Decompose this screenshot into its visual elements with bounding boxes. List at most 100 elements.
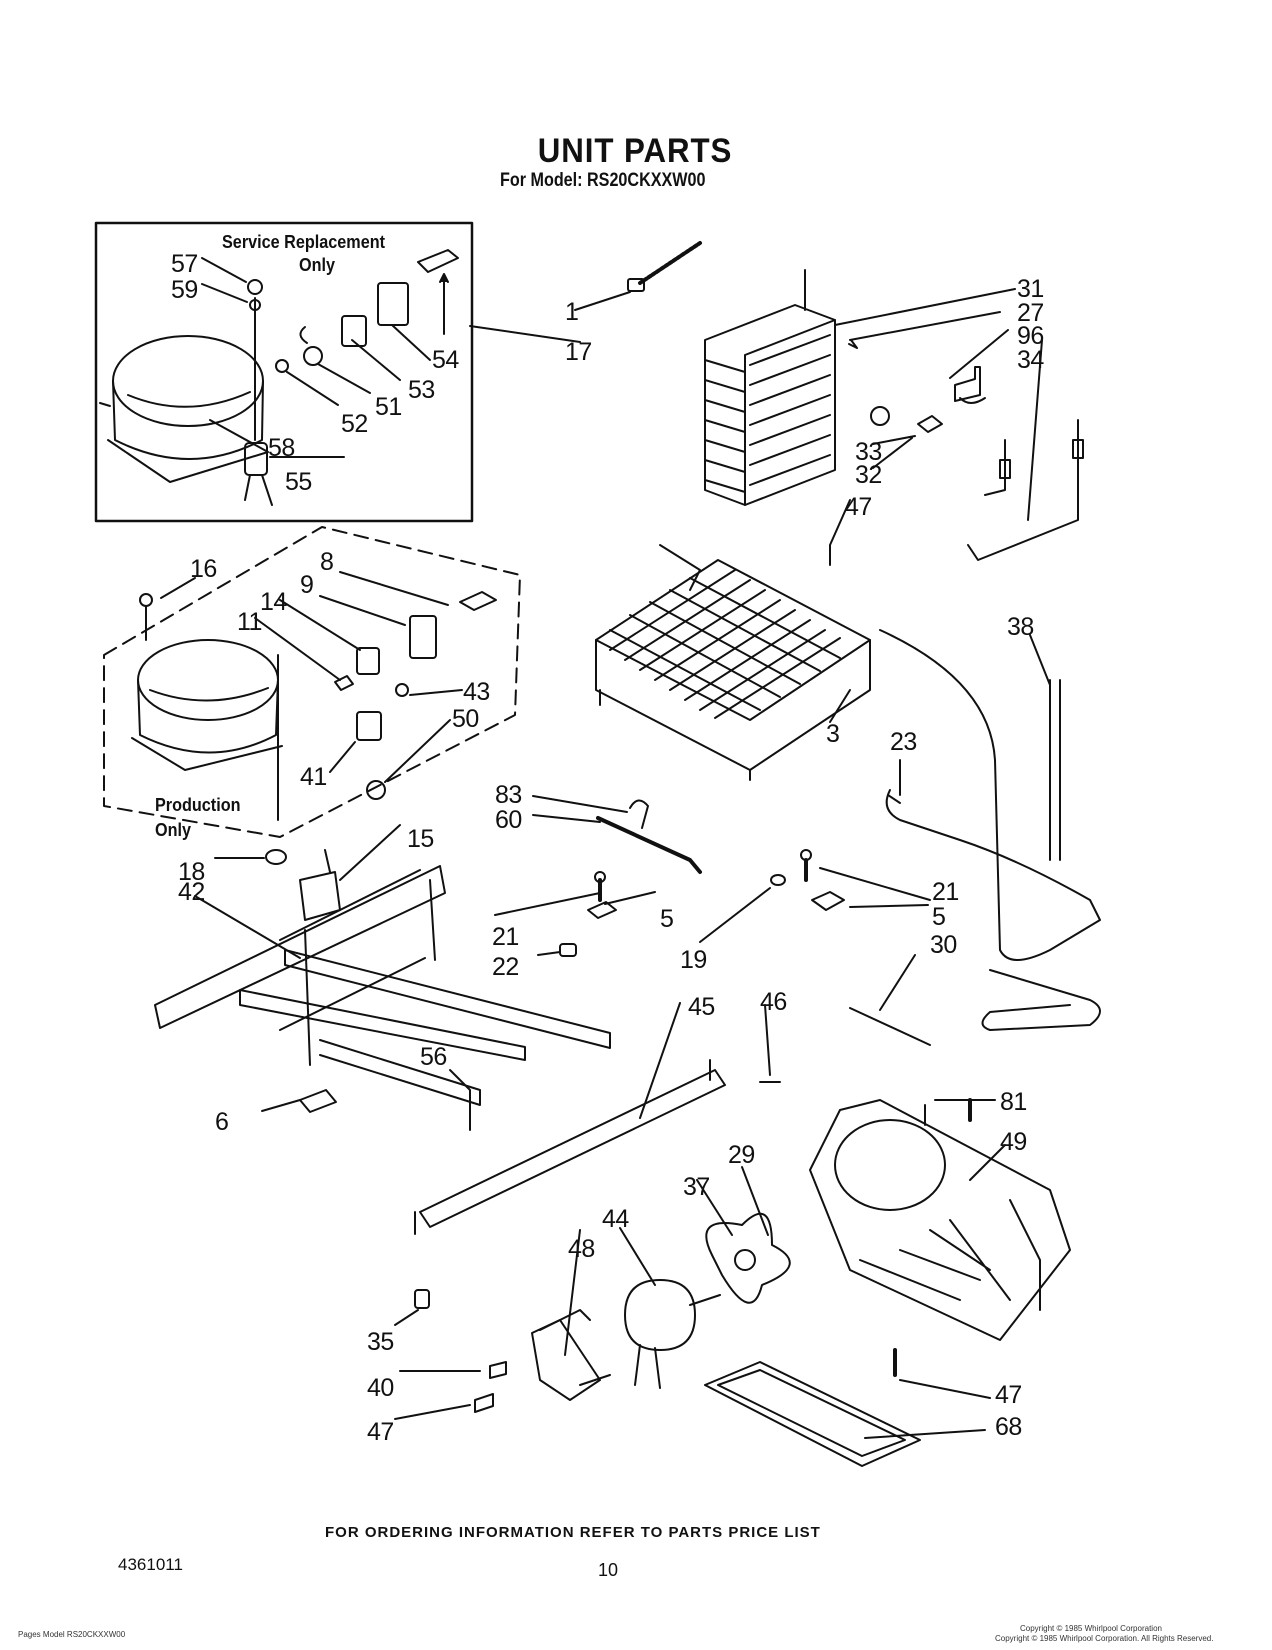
callout-47-top: 47 xyxy=(845,493,872,521)
part-45 xyxy=(419,1069,726,1228)
callout-49: 49 xyxy=(1000,1128,1027,1156)
part-60 xyxy=(596,816,702,874)
callout-51: 51 xyxy=(375,393,402,421)
condenser-coil xyxy=(704,269,836,506)
part-6 xyxy=(299,1089,337,1113)
part-48 xyxy=(531,1319,601,1401)
part-33 xyxy=(870,406,890,426)
callout-8: 8 xyxy=(320,548,334,576)
part-40 xyxy=(489,1361,507,1379)
compressor-production-drawing xyxy=(131,639,283,821)
callout-33: 33 xyxy=(855,438,882,466)
part-55 xyxy=(244,442,268,476)
part-30 xyxy=(849,1007,931,1046)
callout-6: 6 xyxy=(215,1108,229,1136)
callout-38: 38 xyxy=(1007,613,1034,641)
callout-3: 3 xyxy=(826,720,840,748)
callout-29: 29 xyxy=(728,1141,755,1169)
callout-53: 53 xyxy=(408,376,435,404)
part-96 xyxy=(954,366,981,402)
part-57 xyxy=(247,279,263,295)
part-9 xyxy=(409,615,437,659)
part-16 xyxy=(139,593,153,607)
callout-15: 15 xyxy=(407,825,434,853)
callout-32: 32 xyxy=(855,461,882,489)
callout-5-left: 5 xyxy=(660,905,674,933)
callout-17: 17 xyxy=(565,338,592,366)
callout-81: 81 xyxy=(1000,1088,1027,1116)
callout-5-right: 5 xyxy=(932,903,946,931)
evaporator xyxy=(595,544,871,781)
compressor-service-drawing xyxy=(99,335,269,483)
service-replacement-box xyxy=(94,221,474,523)
document-number: 4361011 xyxy=(118,1555,183,1574)
part-43 xyxy=(395,683,409,697)
callout-27: 27 xyxy=(1017,299,1044,327)
part-56 xyxy=(449,1069,471,1131)
production-only-box xyxy=(103,526,521,838)
model-subtitle: For Model: RS20CKXXW00 xyxy=(500,170,706,191)
part-47-bottom-left xyxy=(474,1393,494,1413)
callout-11: 11 xyxy=(237,608,262,636)
callout-54: 54 xyxy=(432,346,459,374)
callout-16: 16 xyxy=(190,555,217,583)
part-58 xyxy=(275,359,289,373)
callout-23: 23 xyxy=(890,728,917,756)
callout-14: 14 xyxy=(260,588,287,616)
callout-83: 83 xyxy=(495,781,522,809)
callout-21-left: 21 xyxy=(492,923,519,951)
callout-9: 9 xyxy=(300,571,314,599)
callout-45: 45 xyxy=(688,993,715,1021)
production-box-label-line2: Only xyxy=(155,820,192,840)
leader-1 xyxy=(574,291,631,311)
callout-22: 22 xyxy=(492,953,519,981)
callout-50: 50 xyxy=(452,705,479,733)
callout-18: 18 xyxy=(178,858,205,886)
fine-print-right-2: Copyright © 1985 Whirlpool Corporation. … xyxy=(995,1634,1214,1643)
callout-57: 57 xyxy=(171,250,198,278)
part-22 xyxy=(559,943,577,957)
callout-46: 46 xyxy=(760,988,787,1016)
callout-47-bottom-left: 47 xyxy=(367,1418,394,1446)
part-52 xyxy=(303,346,323,366)
callout-52: 52 xyxy=(341,410,368,438)
callout-42: 42 xyxy=(178,878,205,906)
part-23 xyxy=(879,629,1101,961)
page-number: 10 xyxy=(598,1560,619,1580)
frame-rails xyxy=(154,865,611,1106)
part-14 xyxy=(356,647,380,675)
callout-43: 43 xyxy=(463,678,490,706)
callout-55: 55 xyxy=(285,468,312,496)
part-11 xyxy=(334,675,354,691)
fine-print-left: Pages Model RS20CKXXW00 xyxy=(18,1630,126,1639)
part-32 xyxy=(917,415,943,433)
callout-30: 30 xyxy=(930,931,957,959)
part-38 xyxy=(1049,679,1061,861)
callout-21-right: 21 xyxy=(932,878,959,906)
callout-56: 56 xyxy=(420,1043,447,1071)
callout-58: 58 xyxy=(268,434,295,462)
callout-68: 68 xyxy=(995,1413,1022,1441)
production-box-label-line1: Production xyxy=(155,795,241,815)
part-35 xyxy=(414,1289,430,1309)
part-53 xyxy=(377,282,409,326)
part-8 xyxy=(459,591,497,611)
callout-60: 60 xyxy=(495,806,522,834)
part-68 xyxy=(704,1361,921,1467)
part-1 xyxy=(638,241,702,285)
callout-37: 37 xyxy=(683,1173,710,1201)
fan-shroud xyxy=(809,1099,1071,1341)
part-5-left xyxy=(587,901,617,919)
service-box-label-line2: Only xyxy=(299,255,336,275)
part-41 xyxy=(356,711,382,741)
part-18 xyxy=(265,849,287,865)
callout-31: 31 xyxy=(1017,275,1044,303)
fine-print-right-1: Copyright © 1985 Whirlpool Corporation xyxy=(1020,1624,1162,1633)
callout-1: 1 xyxy=(565,298,579,326)
callout-40: 40 xyxy=(367,1374,394,1402)
callout-34: 34 xyxy=(1017,346,1044,374)
callout-41: 41 xyxy=(300,763,327,791)
part-83 xyxy=(629,799,649,829)
